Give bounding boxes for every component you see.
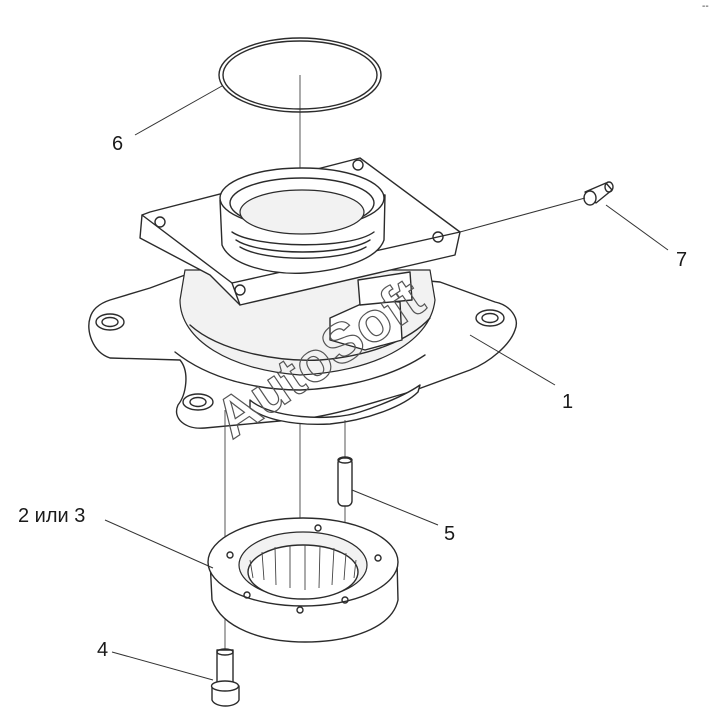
callout-label-1: 1 (562, 391, 573, 413)
dowel-pin-part-5 (337, 456, 353, 507)
leader-line-6 (134, 85, 223, 136)
callout-label-2-3: 2 или 3 (18, 505, 85, 527)
o-ring-part-6 (218, 37, 382, 113)
leader-line-5 (351, 489, 439, 526)
leader-line-2-3 (104, 519, 214, 569)
housing-part-1 (88, 157, 517, 429)
callout-label-6: 6 (112, 133, 123, 155)
corner-mark: -‑ (702, 1, 709, 12)
leader-line-1 (469, 334, 556, 386)
fitting-part-7 (459, 181, 614, 233)
callout-label-4: 4 (97, 639, 108, 661)
callout-label-7: 7 (676, 249, 687, 271)
cap-screw-part-4 (210, 648, 240, 707)
callout-label-5: 5 (444, 523, 455, 545)
splined-ring-part-2-3 (207, 517, 399, 643)
leader-line-4 (111, 651, 214, 681)
leader-line-7 (605, 204, 669, 251)
